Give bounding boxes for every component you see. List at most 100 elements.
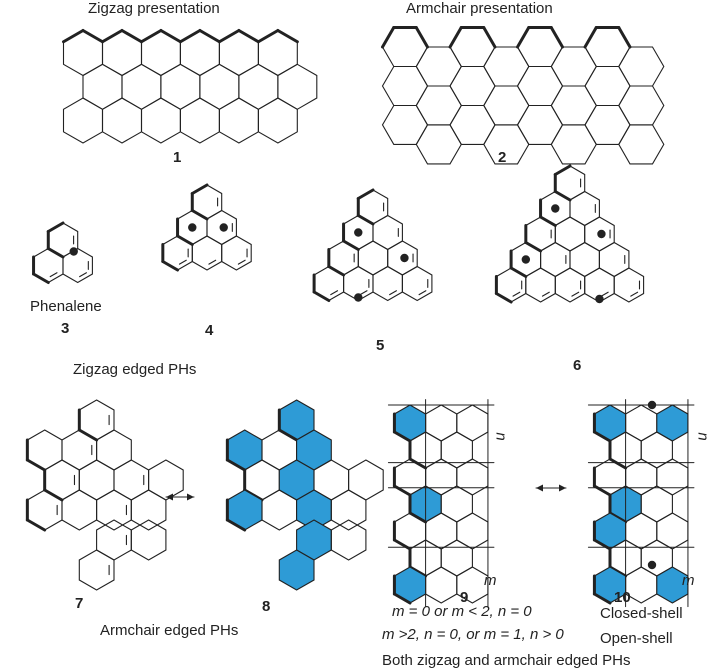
edge-bond (120, 29, 143, 44)
ring (330, 489, 367, 531)
ring (625, 404, 658, 442)
ring (415, 124, 462, 165)
edge-bond (276, 29, 299, 44)
double-bond (330, 290, 339, 296)
edge-bond (159, 29, 182, 44)
label-compound-1: 1 (173, 149, 182, 166)
ring (569, 241, 600, 278)
edge-bond (392, 592, 412, 605)
double-bond (79, 272, 87, 278)
label-closed-shell: Closed-shell (600, 605, 683, 622)
edge-bond (225, 518, 247, 532)
edge-bond (237, 29, 260, 44)
edge-bond (516, 26, 531, 49)
ring (101, 97, 143, 144)
double-bond (571, 291, 580, 297)
radical-dot (597, 229, 606, 239)
radical-dot (595, 294, 604, 304)
ring (277, 63, 318, 110)
ring (61, 489, 98, 531)
arrow-head-right (187, 493, 194, 501)
double-bond (512, 291, 521, 297)
molecule-4 (161, 183, 252, 272)
ring (82, 63, 123, 110)
ring (179, 97, 220, 144)
edge-bond (25, 518, 47, 532)
label-m-10: m (682, 572, 695, 589)
title-both-edged: Both zigzag and armchair edged PHs (382, 652, 631, 669)
ring (221, 235, 252, 271)
double-bond (541, 291, 550, 297)
radical-dot (354, 228, 363, 237)
ring (415, 46, 462, 87)
ring (449, 104, 496, 145)
label-n-9: n (492, 432, 510, 441)
radical-dot (551, 204, 560, 213)
molecule-9 (387, 399, 495, 608)
label-phenalene: Phenalene (30, 298, 102, 315)
edge-bond (356, 188, 375, 200)
edge-bond (81, 29, 104, 44)
edge-bond (139, 29, 163, 44)
radical-dot (647, 560, 657, 570)
molecule-phenalene (32, 221, 93, 284)
edge-bond (553, 164, 572, 176)
edge-bond (217, 29, 241, 44)
molecule-10 (587, 399, 695, 608)
ring (415, 85, 462, 126)
edge-bond (25, 458, 47, 472)
ring (140, 97, 181, 144)
ring (516, 65, 564, 107)
radical-dot (69, 247, 78, 256)
edge-bond (32, 272, 50, 284)
edge-bond (583, 26, 598, 49)
ring (456, 404, 489, 442)
ring (613, 267, 645, 303)
label-compound-4: 4 (205, 322, 214, 339)
title-armchair-presentation: Armchair presentation (406, 0, 553, 17)
ring (618, 46, 665, 87)
title-zigzag-presentation: Zigzag presentation (88, 0, 220, 17)
ring (456, 458, 489, 496)
condition-open-shell: m >2, n = 0, or m = 1, n > 0 (382, 626, 564, 643)
ring (584, 104, 631, 145)
molecule-8-clar (225, 399, 384, 591)
ring (425, 566, 458, 604)
edge-bond (592, 430, 612, 443)
radical-dot (354, 293, 363, 302)
edge-bond (46, 221, 65, 233)
molecule-5 (312, 188, 433, 302)
label-compound-2: 2 (498, 149, 507, 166)
ring (78, 459, 115, 501)
edge-bond (592, 592, 612, 605)
edge-bond (225, 458, 247, 472)
ring (449, 65, 496, 107)
double-bond (178, 259, 187, 265)
ring (516, 104, 564, 145)
edge-bond (256, 29, 280, 44)
double-bond (49, 272, 58, 278)
ring (656, 458, 689, 496)
edge-bond (100, 29, 124, 44)
molecule-6 (494, 164, 645, 304)
ring (78, 549, 115, 591)
ring (372, 265, 403, 302)
label-compound-6: 6 (573, 357, 582, 374)
ring (257, 97, 298, 144)
edge-bond (381, 26, 396, 49)
double-bond (389, 290, 397, 296)
label-m-9: m (484, 572, 497, 589)
edge-bond (161, 260, 180, 272)
ring (440, 485, 473, 523)
edge-bond (482, 26, 497, 49)
title-zigzag-edged: Zigzag edged PHs (73, 361, 197, 378)
label-compound-3: 3 (61, 320, 70, 337)
ring (656, 512, 689, 550)
resonance-arrows (165, 484, 567, 501)
edge-bond (414, 26, 429, 49)
ring (483, 85, 530, 126)
ring (160, 63, 201, 110)
radical-dot (521, 255, 531, 264)
ring (62, 247, 93, 284)
